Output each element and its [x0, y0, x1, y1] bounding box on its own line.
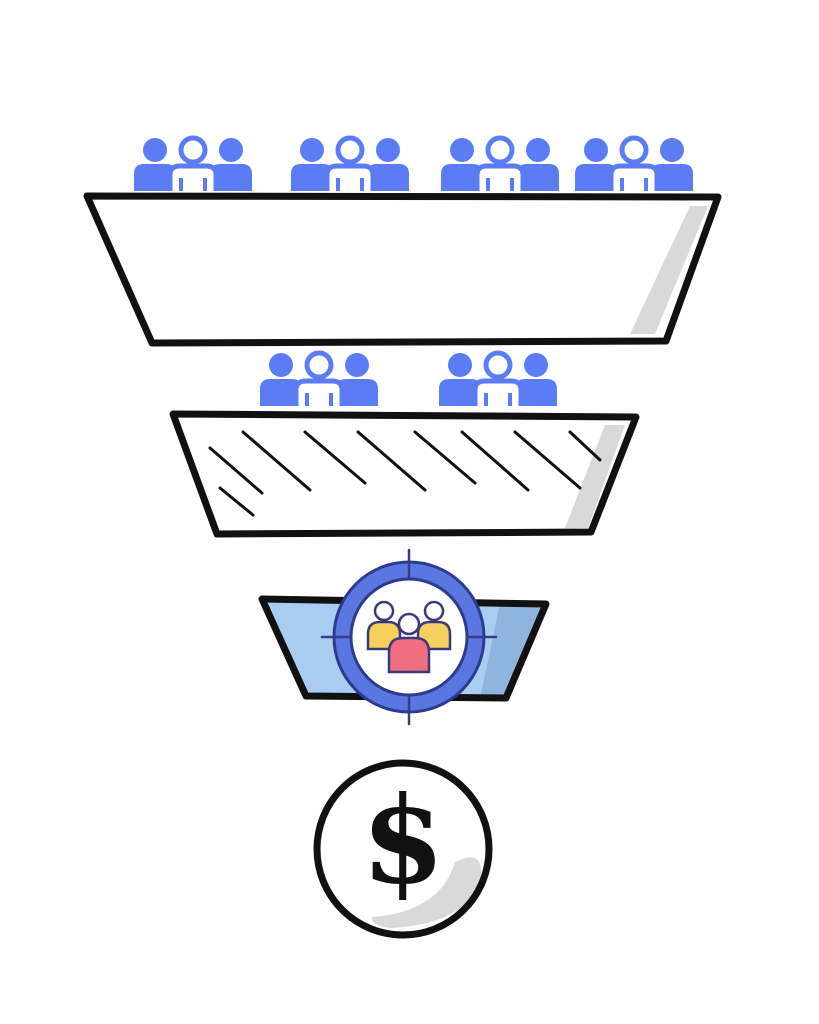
coin-shadow	[371, 857, 482, 928]
hatch-pattern	[208, 430, 602, 517]
people-group-icon	[441, 138, 559, 191]
funnel-segment-1	[83, 192, 722, 347]
funnel-stage-interest	[169, 353, 640, 538]
crosshair-icon	[320, 548, 498, 726]
people-group-icon	[134, 138, 252, 191]
funnel-stage-targeting	[258, 548, 550, 726]
funnel-segment-2-shadow	[565, 425, 625, 528]
audience-people	[366, 600, 452, 674]
coin	[313, 759, 493, 939]
funnel-stage-revenue: $	[313, 759, 493, 939]
funnel-segment-3-shade	[480, 604, 546, 698]
dollar-icon: $	[361, 770, 445, 911]
people-group-icon	[260, 353, 378, 406]
funnel-segment-1-shadow	[630, 206, 708, 334]
people-group-icon	[291, 138, 409, 191]
funnel-segment-2	[169, 410, 640, 538]
target-audience-icon	[320, 548, 498, 726]
people-group-icon	[439, 353, 557, 406]
people-group-icon	[575, 138, 693, 191]
funnel-stage-awareness	[83, 138, 722, 347]
